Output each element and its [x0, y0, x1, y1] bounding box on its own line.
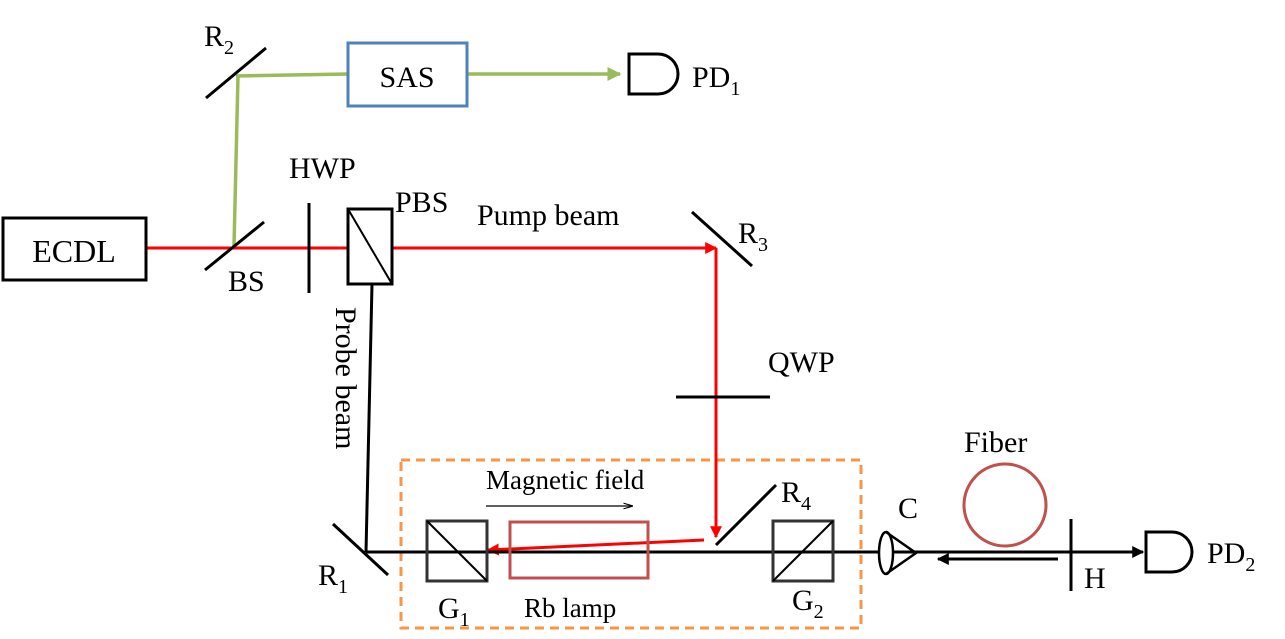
- probe-beam-label: Probe beam: [329, 307, 362, 449]
- fiber-label: Fiber: [964, 426, 1027, 459]
- mirror-r4: [714, 483, 778, 547]
- bs-label: BS: [228, 265, 265, 298]
- r2-label: R2: [204, 20, 234, 59]
- pd2-detector: [1144, 530, 1194, 574]
- mirror-r1: [331, 522, 390, 577]
- mirror-r3: [690, 210, 754, 268]
- magnetic-field-label: Magnetic field: [486, 465, 645, 495]
- g2-label: G2: [792, 584, 824, 623]
- pump-beam: [146, 242, 722, 556]
- glan-prism-g1: [425, 519, 489, 583]
- probe-beam: [364, 283, 1145, 565]
- pd1-label: PD1: [692, 61, 740, 100]
- glan-prism-g2: [771, 519, 835, 583]
- hwp-label: HWP: [289, 152, 356, 185]
- beam-splitter-bs: [204, 220, 265, 272]
- fiber-coupler-c: [877, 530, 919, 576]
- polarizing-beam-splitter: [346, 207, 394, 286]
- h-label: H: [1084, 562, 1106, 595]
- r1-label: R1: [318, 559, 348, 598]
- pbs-label: PBS: [395, 186, 448, 219]
- rb-lamp-label: Rb lamp: [524, 593, 616, 623]
- vapor-enclosure: [399, 458, 863, 630]
- c-label: C: [898, 492, 918, 525]
- fiber-loop: [962, 462, 1048, 548]
- pd1-detector: [627, 52, 680, 96]
- ecdl-box: [1, 216, 148, 282]
- g1-label: G1: [438, 592, 470, 631]
- reference-beam: [232, 67, 622, 247]
- mirror-r2: [205, 46, 267, 100]
- pump-beam-label: Pump beam: [477, 199, 620, 232]
- r4-label: R4: [781, 476, 811, 515]
- sas-label: SAS: [379, 61, 434, 94]
- r3-label: R3: [738, 217, 768, 256]
- sas-box: [346, 41, 469, 108]
- ecdl-label: ECDL: [32, 233, 116, 269]
- rb-lamp-box: [508, 520, 650, 580]
- qwp-label: QWP: [768, 346, 835, 379]
- pd2-label: PD2: [1207, 537, 1255, 576]
